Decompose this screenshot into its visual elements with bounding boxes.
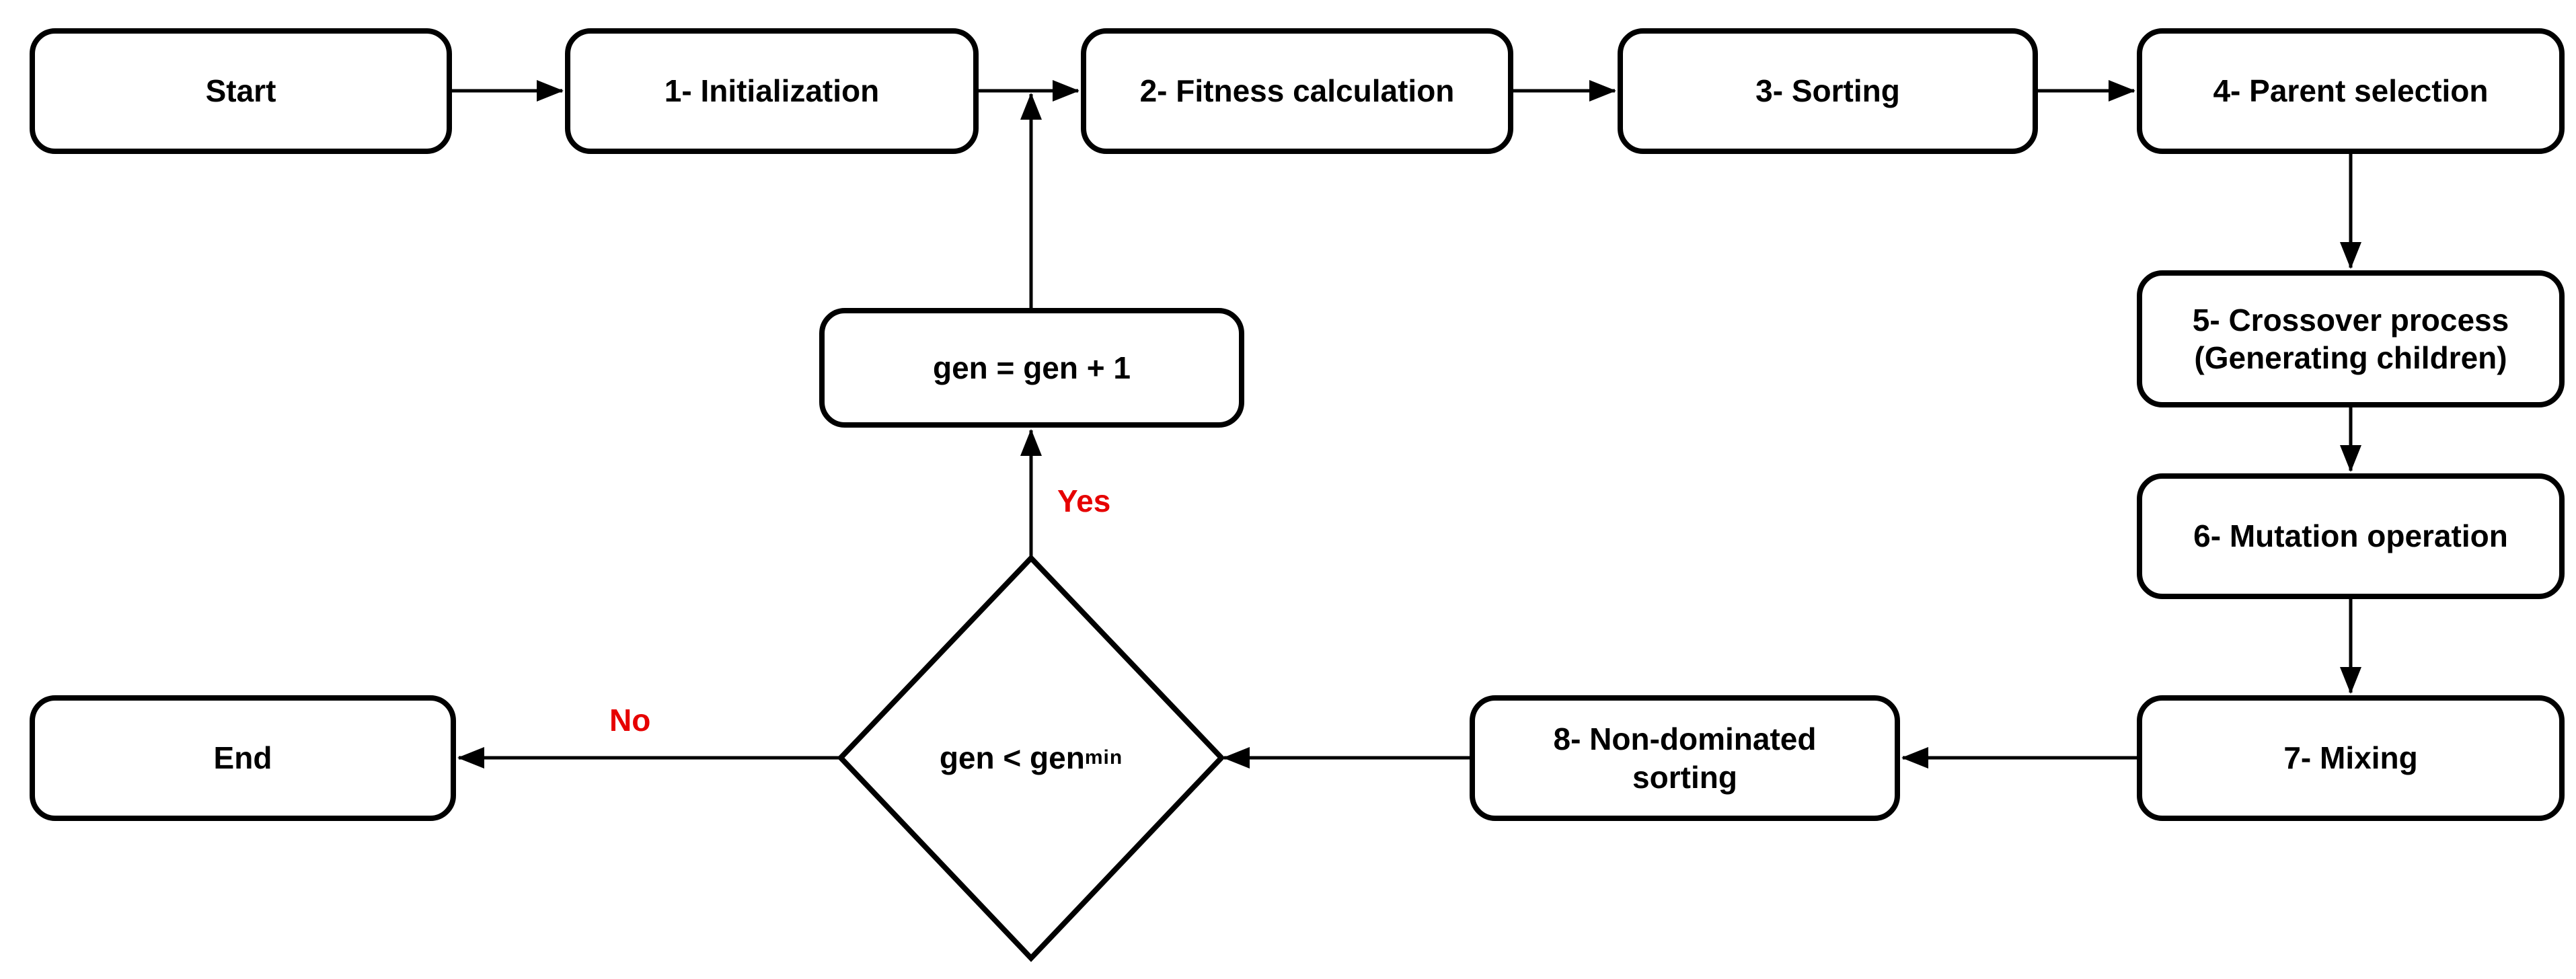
node-non-dominated-sorting: 8- Non-dominated sorting [1470, 695, 1900, 821]
node-sorting-label: 3- Sorting [1755, 73, 1900, 109]
node-mutation-operation-label: 6- Mutation operation [2193, 518, 2508, 554]
node-parent-selection: 4- Parent selection [2137, 28, 2565, 154]
node-start: Start [30, 28, 452, 154]
decision-diamond [837, 554, 1225, 962]
node-gen-increment-label: gen = gen + 1 [933, 350, 1131, 385]
edge-label-no: No [609, 703, 651, 738]
node-mutation-operation: 6- Mutation operation [2137, 473, 2565, 599]
node-initialization: 1- Initialization [565, 28, 979, 154]
node-crossover-line2: (Generating children) [2194, 340, 2507, 375]
node-end-label: End [213, 740, 272, 776]
node-crossover-line1: 5- Crossover process [2192, 302, 2509, 338]
node-crossover-process: 5- Crossover process (Generating childre… [2137, 270, 2565, 407]
node-non-dominated-line2: sorting [1632, 759, 1737, 795]
node-end: End [30, 695, 456, 821]
node-sorting: 3- Sorting [1618, 28, 2038, 154]
decision-condition-text: gen < gen [939, 740, 1085, 775]
node-gen-increment: gen = gen + 1 [819, 308, 1244, 428]
node-parent-selection-label: 4- Parent selection [2213, 73, 2489, 109]
node-start-label: Start [205, 73, 276, 109]
node-mixing: 7- Mixing [2137, 695, 2565, 821]
node-fitness-calculation: 2- Fitness calculation [1081, 28, 1513, 154]
node-mixing-label: 7- Mixing [2283, 740, 2418, 776]
node-non-dominated-line1: 8- Non-dominated [1553, 721, 1817, 757]
node-initialization-label: 1- Initialization [664, 73, 880, 109]
node-fitness-calculation-label: 2- Fitness calculation [1139, 73, 1455, 109]
edge-label-yes: Yes [1057, 483, 1111, 518]
